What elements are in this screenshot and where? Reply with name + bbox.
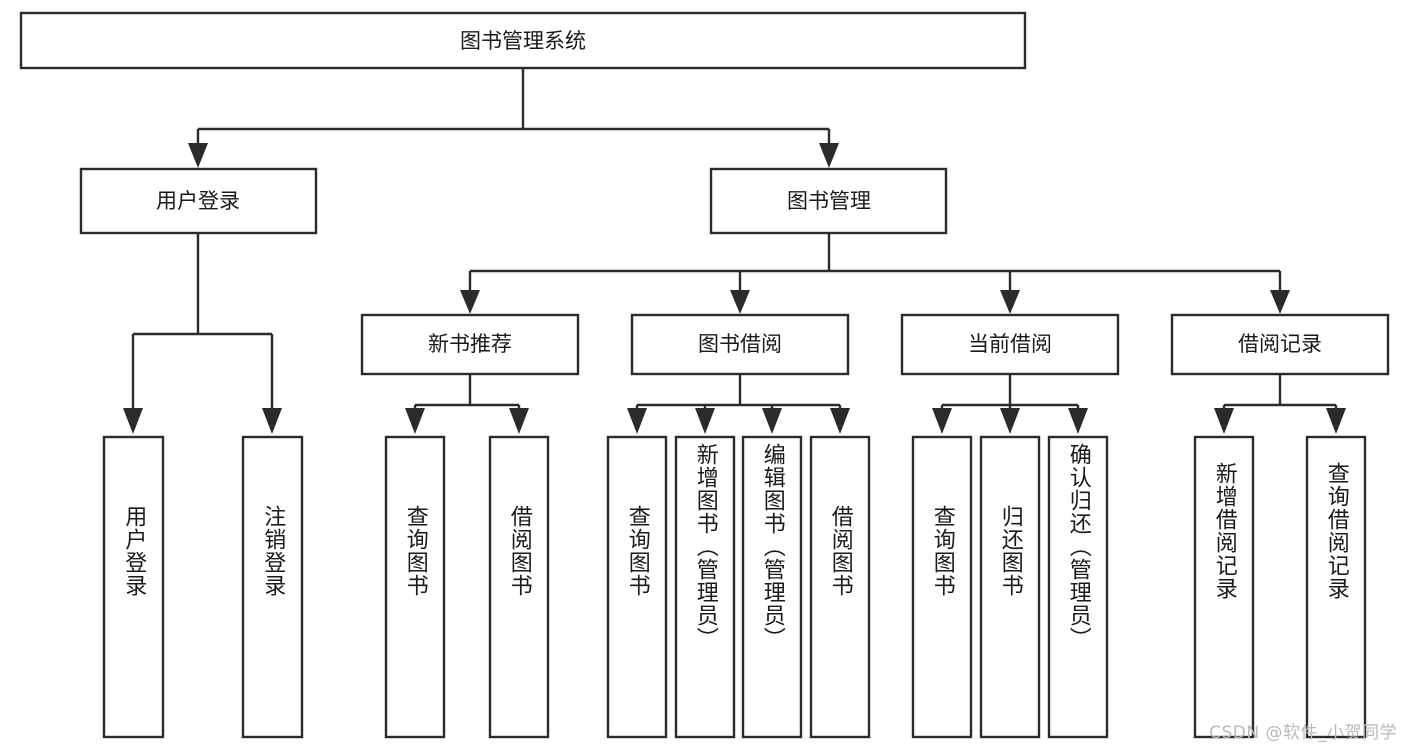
- node-root-system-box: [19, 11, 1027, 70]
- leaf-box-new-book-0[interactable]: [384, 435, 446, 739]
- arrow-head-current-borrow-leaf-1: [1000, 408, 1020, 434]
- arrow-head-level2-2: [1000, 290, 1020, 314]
- node-borrow-record-box: [1170, 313, 1390, 376]
- node-current-borrow[interactable]: 当前借阅: [900, 313, 1120, 376]
- leaf-box-new-book-1[interactable]: [488, 435, 550, 739]
- arrow-head-current-borrow-leaf-2: [1068, 408, 1088, 434]
- leaf-box-book-borrow-1[interactable]: [674, 435, 736, 739]
- arrow-head-borrow-record-leaf-1: [1326, 408, 1346, 434]
- node-new-book-recommend-label: 新书推荐: [428, 332, 512, 356]
- leaf-box-book-borrow-0[interactable]: [606, 435, 668, 739]
- leaf-box-current-borrow-2[interactable]: [1047, 435, 1109, 739]
- node-book-borrow-box: [630, 313, 850, 376]
- node-book-management[interactable]: 图书管理: [709, 167, 948, 235]
- node-root-system-label: 图书管理系统: [460, 29, 586, 53]
- arrow-head-level1-1: [819, 143, 839, 168]
- arrow-head-book-borrow-leaf-0: [627, 408, 647, 434]
- node-current-borrow-label: 当前借阅: [968, 332, 1052, 356]
- arrow-head-new-book-leaf-0: [405, 408, 425, 434]
- node-root-system[interactable]: 图书管理系统: [19, 11, 1027, 70]
- leaf-box-user-login-1[interactable]: [241, 435, 304, 739]
- node-book-management-label: 图书管理: [787, 189, 871, 213]
- leaf-box-user-login-0[interactable]: [102, 435, 165, 739]
- arrow-head-borrow-record-leaf-0: [1214, 408, 1234, 434]
- arrow-head-level1-0: [188, 143, 208, 168]
- node-new-book-recommend[interactable]: 新书推荐: [360, 313, 580, 376]
- leaf-box-book-borrow-2[interactable]: [741, 435, 803, 739]
- arrow-head-book-borrow-leaf-3: [830, 408, 850, 434]
- node-book-management-box: [709, 167, 948, 235]
- watermark: CSDN @软件_小贺同学: [1209, 723, 1397, 743]
- arrow-head-level2-1: [730, 290, 750, 314]
- node-book-borrow-label: 图书借阅: [698, 332, 782, 356]
- leaf-box-current-borrow-1[interactable]: [979, 435, 1041, 739]
- node-borrow-record[interactable]: 借阅记录: [1170, 313, 1390, 376]
- arrow-head-current-borrow-leaf-0: [932, 408, 952, 434]
- arrow-head-book-borrow-leaf-2: [762, 408, 782, 434]
- arrow-head-new-book-leaf-1: [509, 408, 529, 434]
- leaf-box-borrow-record-0[interactable]: [1193, 435, 1255, 739]
- arrow-head-user-login-leaf-1: [262, 408, 282, 434]
- node-user-login-label: 用户登录: [156, 189, 240, 213]
- node-borrow-record-label: 借阅记录: [1238, 332, 1322, 356]
- node-new-book-recommend-box: [360, 313, 580, 376]
- leaf-box-current-borrow-0[interactable]: [911, 435, 973, 739]
- arrow-head-book-borrow-leaf-1: [695, 408, 715, 434]
- node-book-borrow[interactable]: 图书借阅: [630, 313, 850, 376]
- arrow-head-user-login-leaf-0: [123, 408, 143, 434]
- leaf-box-book-borrow-3[interactable]: [809, 435, 871, 739]
- arrow-head-level2-0: [460, 290, 480, 314]
- node-current-borrow-box: [900, 313, 1120, 376]
- arrow-head-level2-3: [1270, 290, 1290, 314]
- leaf-box-borrow-record-1[interactable]: [1305, 435, 1367, 739]
- node-user-login[interactable]: 用户登录: [79, 167, 318, 235]
